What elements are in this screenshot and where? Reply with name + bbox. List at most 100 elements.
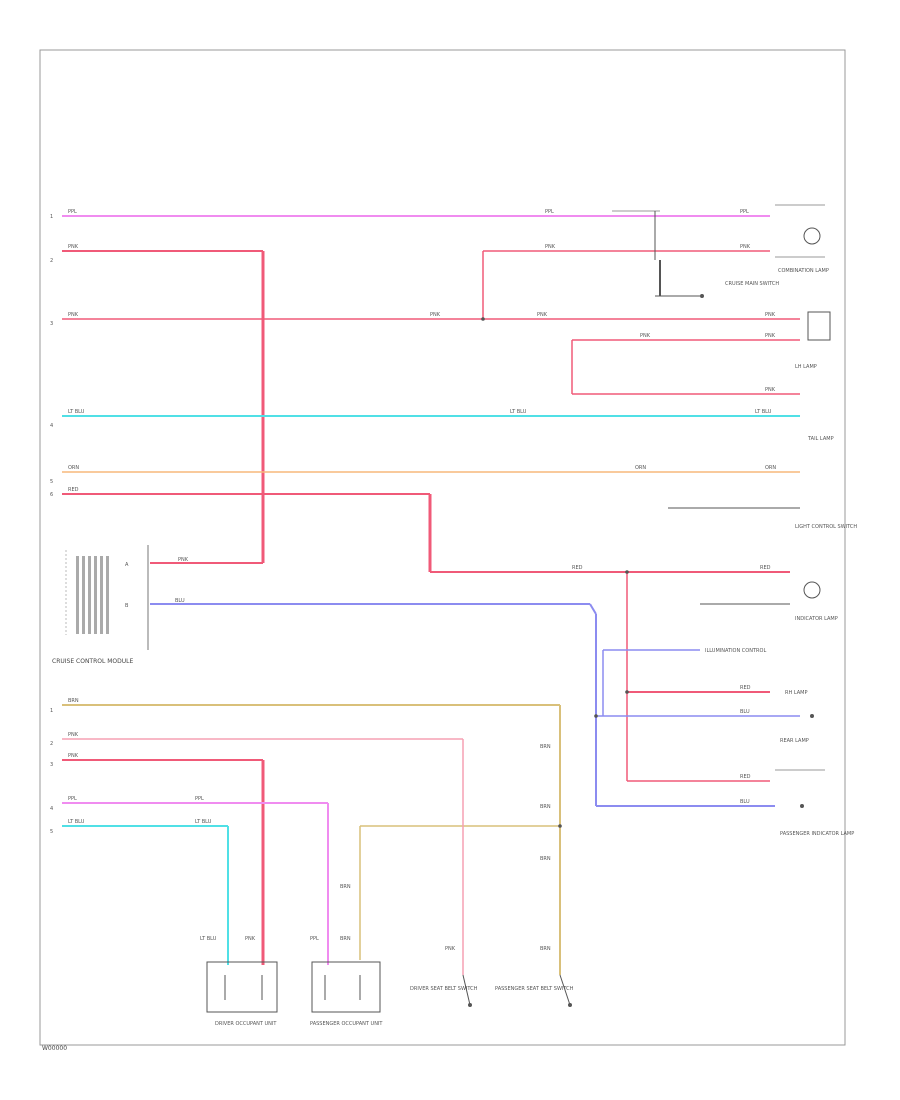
wire-label: PNK (445, 946, 456, 952)
left-pins-bottom: 1 2 3 4 5 (50, 708, 53, 835)
driver-seat-belt-switch: DRIVER SEAT BELT SWITCH (410, 974, 478, 1007)
wire-label: PPL (68, 209, 77, 215)
svg-text:A: A (125, 562, 129, 568)
wire-label: PNK (537, 312, 548, 318)
wire-label: PNK (430, 312, 441, 318)
wire-label: BRN (340, 936, 351, 942)
svg-text:PASSENGER SEAT BELT SWITCH: PASSENGER SEAT BELT SWITCH (495, 986, 574, 992)
wire-label: PNK (178, 557, 189, 563)
wire-label: ORN (68, 465, 79, 471)
wire-label: BLU (175, 598, 185, 604)
wire-label: LT BLU (200, 936, 217, 942)
wire-label: RED (760, 565, 771, 571)
passenger-indicator-unit: PASSENGER INDICATOR LAMP (780, 804, 854, 837)
wire-ltblu-4: LT BLU LT BLU LT BLU (62, 409, 800, 417)
wire-label: BRN (340, 884, 351, 890)
svg-text:INDICATOR LAMP: INDICATOR LAMP (795, 616, 838, 622)
rear-lamp: REAR LAMP (775, 738, 825, 771)
wire-label: BRN (68, 698, 79, 704)
wire-label: ORN (635, 465, 646, 471)
illumination-control: ILLUMINATION CONTROL (705, 648, 766, 654)
wire-label: PPL (310, 936, 319, 942)
svg-text:LH LAMP: LH LAMP (795, 364, 817, 370)
svg-text:LIGHT CONTROL SWITCH: LIGHT CONTROL SWITCH (795, 524, 857, 530)
wire-label: PNK (740, 244, 751, 250)
svg-text:2: 2 (50, 258, 53, 264)
left-pins-top: 1 2 3 4 5 6 (50, 214, 53, 498)
svg-text:REAR LAMP: REAR LAMP (780, 738, 809, 744)
svg-text:2: 2 (50, 741, 53, 747)
wire-pnk-loop: PNK PNK PNK (571, 333, 800, 395)
indicator-lamp: INDICATOR LAMP (700, 581, 838, 622)
wire-label: LT BLU (510, 409, 527, 415)
wire-label: RED (740, 774, 751, 780)
wire-label: RED (572, 565, 583, 571)
wire-label: PNK (640, 333, 651, 339)
light-control-switch: LIGHT CONTROL SWITCH (668, 507, 857, 530)
cruise-control-module: A B CRUISE CONTROL MODULE (52, 545, 149, 665)
svg-text:PASSENGER INDICATOR LAMP: PASSENGER INDICATOR LAMP (780, 831, 854, 837)
svg-text:DRIVER OCCUPANT UNIT: DRIVER OCCUPANT UNIT (215, 1021, 277, 1027)
svg-text:PASSENGER OCCUPANT UNIT: PASSENGER OCCUPANT UNIT (310, 1021, 383, 1027)
svg-text:RH LAMP: RH LAMP (785, 690, 807, 696)
rh-lamp: RH LAMP (785, 690, 814, 718)
figure-id: W00000 (42, 1045, 67, 1052)
wire-orn-5: ORN ORN ORN (62, 465, 800, 473)
wire-label: BRN (540, 856, 551, 862)
wire-label: BLU (740, 799, 750, 805)
wire-label: PPL (195, 796, 204, 802)
wire-label: PNK (68, 312, 79, 318)
wire-brn-bottom: BRN BRN BRN BRN BRN BRN BRN (62, 698, 562, 975)
wire-pnk-b3: PNK PNK (62, 753, 265, 965)
wire-label: LT BLU (68, 819, 85, 825)
tail-lamp: TAIL LAMP (807, 436, 834, 442)
wire-label: PPL (740, 209, 749, 215)
svg-text:5: 5 (50, 479, 53, 485)
driver-occupant-unit: DRIVER OCCUPANT UNIT (206, 961, 278, 1027)
wire-pnk-3: PNK PNK PNK PNK (62, 312, 800, 321)
svg-text:1: 1 (50, 708, 53, 714)
wire-pnk-2: PNK PNK PNK PNK (62, 244, 770, 564)
wire-label: PNK (545, 244, 556, 250)
svg-text:3: 3 (50, 321, 53, 327)
wire-label: RED (740, 685, 751, 691)
svg-text:1: 1 (50, 214, 53, 220)
svg-text:DRIVER SEAT BELT SWITCH: DRIVER SEAT BELT SWITCH (410, 986, 478, 992)
wire-pnk-b2: PNK PNK (62, 732, 464, 975)
svg-text:6: 6 (50, 492, 53, 498)
wire-label: LT BLU (195, 819, 212, 825)
cruise-main-switch: CRUISE MAIN SWITCH (612, 210, 779, 298)
passenger-occupant-unit: PASSENGER OCCUPANT UNIT (310, 961, 383, 1027)
wire-label: PNK (765, 312, 776, 318)
wire-label: BRN (540, 804, 551, 810)
svg-text:B: B (125, 603, 129, 609)
wire-label: PNK (68, 753, 79, 759)
svg-text:CRUISE MAIN SWITCH: CRUISE MAIN SWITCH (725, 281, 779, 287)
wire-label: PNK (68, 732, 79, 738)
wire-label: PNK (765, 387, 776, 393)
wire-ltblu-b5: LT BLU LT BLU LT BLU (62, 819, 229, 965)
wire-ppl-top: PPL PPL PPL (62, 209, 770, 217)
wire-label: BRN (540, 744, 551, 750)
wire-label: PNK (68, 244, 79, 250)
wire-label: LT BLU (755, 409, 772, 415)
svg-text:5: 5 (50, 829, 53, 835)
diagram-frame (39, 49, 846, 1046)
svg-text:COMBINATION LAMP: COMBINATION LAMP (778, 268, 829, 274)
wire-label: ORN (765, 465, 776, 471)
wire-label: PNK (765, 333, 776, 339)
wire-label: PNK (245, 936, 256, 942)
wire-ppl-b4: PPL PPL PPL (62, 796, 329, 965)
passenger-seat-belt-switch: PASSENGER SEAT BELT SWITCH (495, 974, 574, 1007)
wire-label: PPL (545, 209, 554, 215)
wire-red-6: RED RED RED RED RED (62, 487, 790, 782)
wire-label: PPL (68, 796, 77, 802)
wire-blue: BLU BLU BLU (150, 598, 800, 807)
wire-label: RED (68, 487, 79, 493)
svg-text:ILLUMINATION CONTROL: ILLUMINATION CONTROL (705, 648, 766, 654)
wire-label: BLU (740, 709, 750, 715)
combination-lamp: COMBINATION LAMP (775, 204, 829, 274)
svg-text:4: 4 (50, 423, 53, 429)
svg-text:TAIL LAMP: TAIL LAMP (807, 436, 834, 442)
